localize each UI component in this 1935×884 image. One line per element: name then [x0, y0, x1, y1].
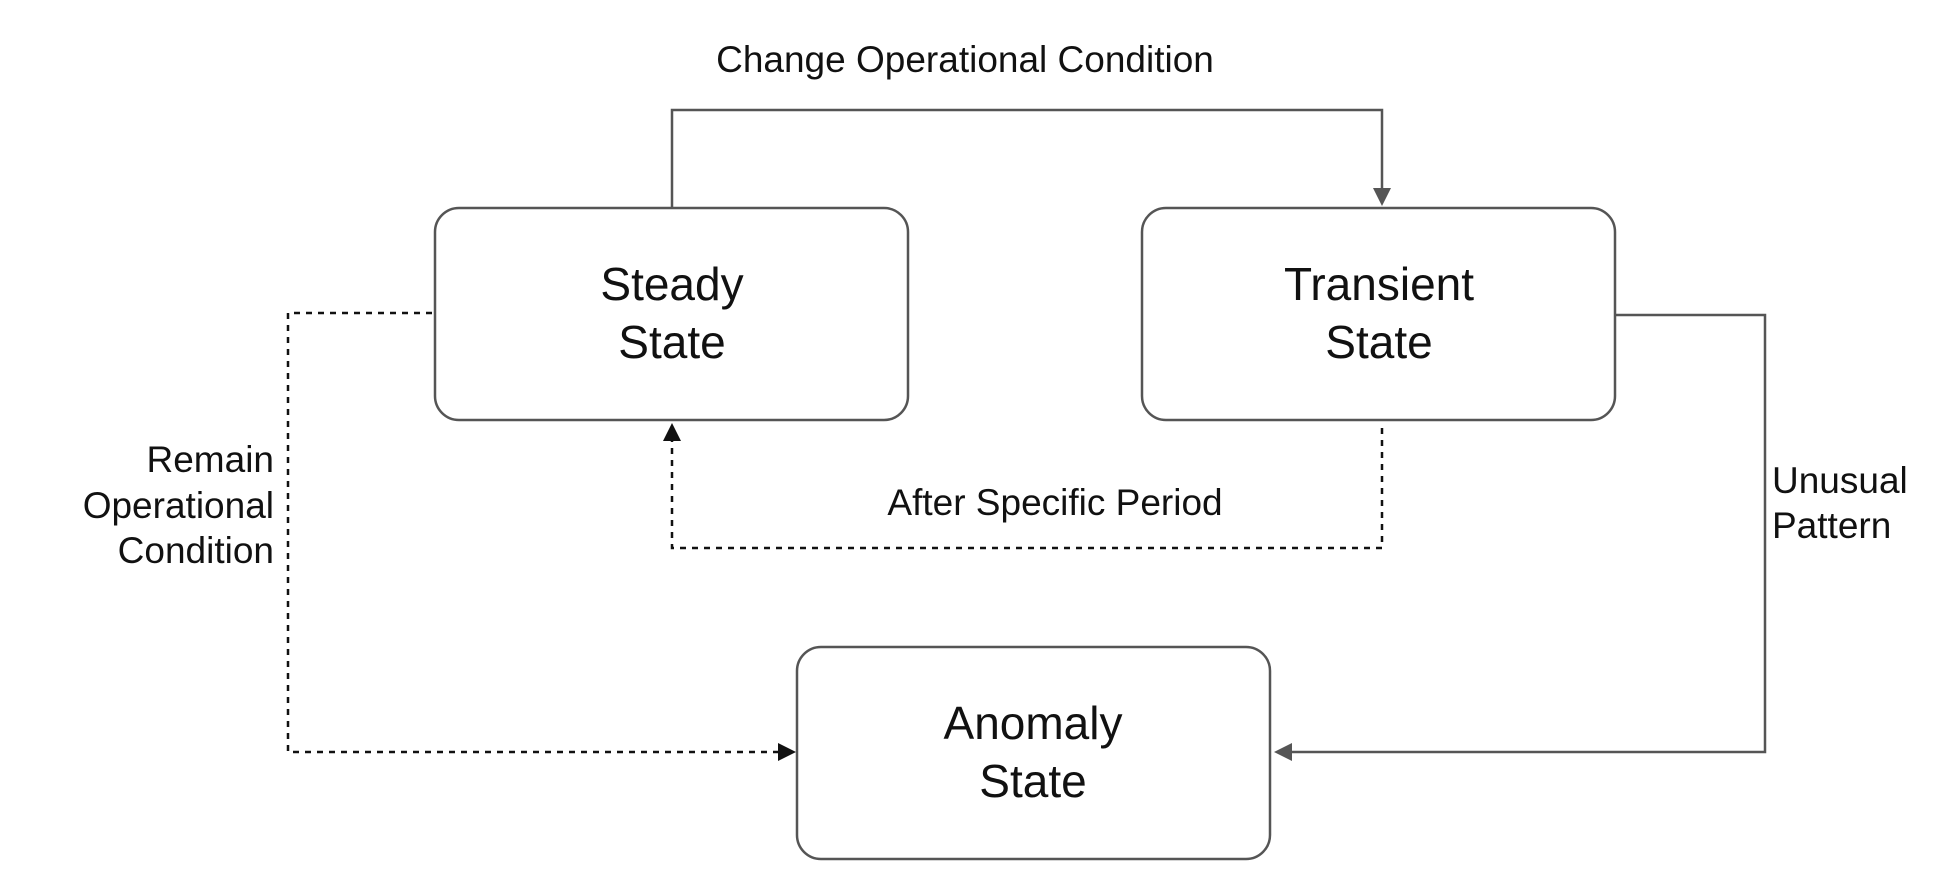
- edge-unusual-pattern-line: [1290, 313, 1767, 754]
- node-anomaly-state: Anomaly State: [795, 645, 1272, 861]
- edge-after-specific-period: After Specific Period: [663, 423, 1384, 550]
- edge-label-operational: Operational: [83, 485, 274, 526]
- edge-label-change-condition: Change Operational Condition: [716, 39, 1214, 80]
- edge-change-condition-line: [670, 108, 1384, 208]
- edge-label-condition: Condition: [118, 530, 274, 571]
- edge-remain-operational-condition: Remain Operational Condition: [83, 311, 796, 761]
- node-label-anomaly-line2: State: [979, 755, 1086, 807]
- edge-unusual-pattern: Unusual Pattern: [1274, 313, 1908, 761]
- arrowhead-up-icon: [663, 423, 681, 441]
- node-steady-state: Steady State: [433, 206, 910, 422]
- edge-change-operational-condition: Change Operational Condition: [670, 39, 1391, 208]
- edge-label-remain: Remain: [147, 439, 275, 480]
- edge-after-period-line: [670, 428, 1384, 550]
- edge-remain-condition-line: [286, 311, 780, 754]
- node-box-steady: [433, 206, 910, 422]
- node-label-steady-line2: State: [618, 316, 725, 368]
- node-box-transient: [1140, 206, 1617, 422]
- node-label-transient-line1: Transient: [1284, 258, 1474, 310]
- edge-label-after-period: After Specific Period: [887, 482, 1222, 523]
- node-label-steady-line1: Steady: [600, 258, 743, 310]
- node-box-anomaly: [795, 645, 1272, 861]
- arrowhead-left-icon: [1274, 743, 1292, 761]
- node-transient-state: Transient State: [1140, 206, 1617, 422]
- node-label-transient-line2: State: [1325, 316, 1432, 368]
- edge-label-pattern: Pattern: [1772, 505, 1891, 546]
- arrowhead-right-icon: [778, 743, 796, 761]
- edge-label-unusual: Unusual: [1772, 460, 1908, 501]
- arrowhead-down-icon: [1373, 188, 1391, 206]
- node-label-anomaly-line1: Anomaly: [944, 697, 1123, 749]
